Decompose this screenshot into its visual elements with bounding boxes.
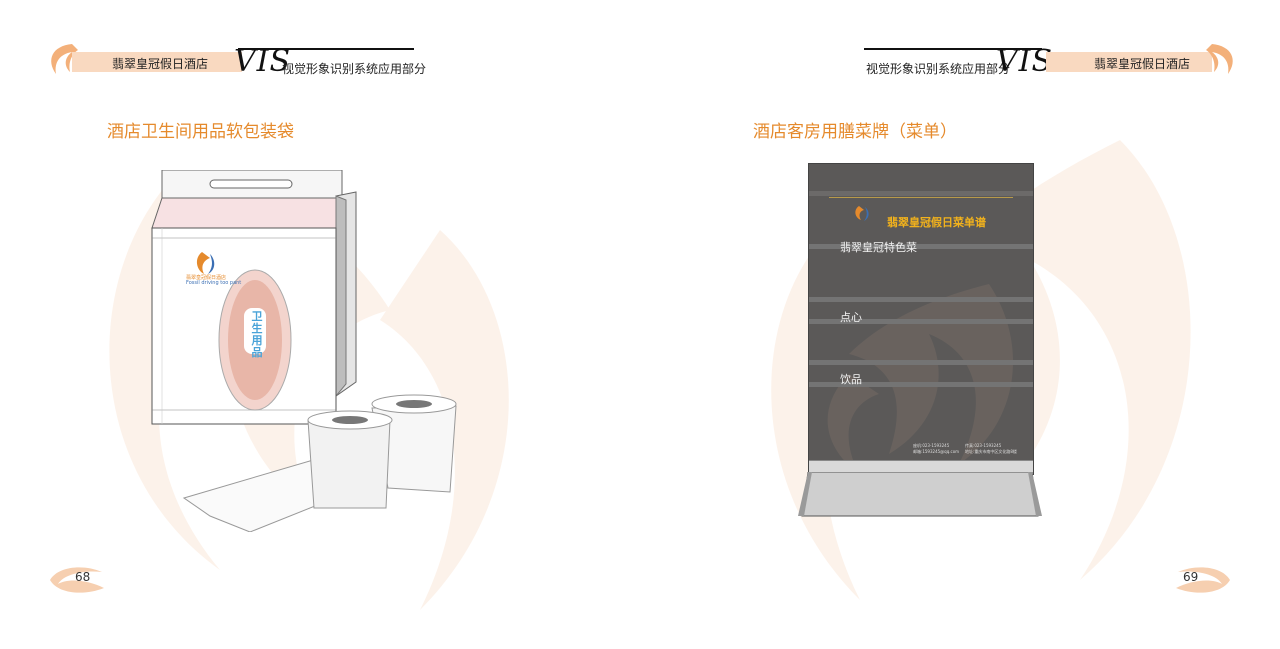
page-ornament-left-icon [50,567,104,593]
header-subtitle: 视觉形象识别系统应用部分 [282,62,427,76]
menu-strip [809,297,1033,302]
menu-strip [809,191,1033,196]
header-band [72,52,242,72]
menu-footer-phone: 座机:023-1593245 [913,443,950,448]
menu-section-drinks: 饮品 [840,373,862,386]
menu-title: 翡翠皇冠假日菜单谱 [887,216,986,229]
section-title: 酒店客房用膳菜牌（菜单） [753,122,957,142]
header-rule [238,48,414,50]
menu-footer-email: 邮箱:1593245@qq.com [913,449,960,454]
menu-strip [809,382,1033,387]
packaging-bag-illustration [151,170,357,425]
section-title: 酒店卫生间用品软包装袋 [107,122,294,142]
package-brand-line2: Fossil driving too pant [186,280,242,286]
menu-section-dimsum: 点心 [840,311,862,324]
page-number: 69 [1183,570,1199,584]
hotel-name: 翡翠皇冠假日酒店 [112,57,209,71]
vis-mark: VIS [234,44,292,79]
header-band [1046,52,1212,72]
package-product-label: 卫生用品 [251,310,263,359]
toilet-paper-rolls-illustration [182,394,457,532]
page-number: 68 [75,570,91,584]
menu-strip [809,244,1033,249]
menu-bottom-band [809,460,1033,474]
header-rule [864,48,1042,50]
menu-swirl-icon [827,284,1013,474]
header-subtitle: 视觉形象识别系统应用部分 [866,62,1011,76]
menu-stand-base [798,472,1042,517]
page-ornament-right-icon [1176,567,1230,593]
menu-strip [809,360,1033,365]
menu-gold-rule [829,197,1013,198]
package-brand-line1: 翡翠皇冠假日酒店 [186,275,227,281]
menu-strip [809,319,1033,324]
header-ornament-right-icon [1206,44,1233,74]
menu-logo-icon [855,206,869,221]
menu-footer-address: 地址:重庆市南中区文化路8楼 [965,449,1017,454]
menu-section-specialty: 翡翠皇冠特色菜 [840,241,917,254]
vis-mark: VIS [996,44,1054,79]
hotel-name: 翡翠皇冠假日酒店 [1094,57,1191,71]
menu-card: 翡翠皇冠假日菜单谱 翡翠皇冠特色菜 点心 饮品 座机:023-1593245 邮… [808,163,1034,475]
menu-footer-fax: 传真:023-1593245 [965,443,1002,448]
header-ornament-left-icon [51,44,78,74]
